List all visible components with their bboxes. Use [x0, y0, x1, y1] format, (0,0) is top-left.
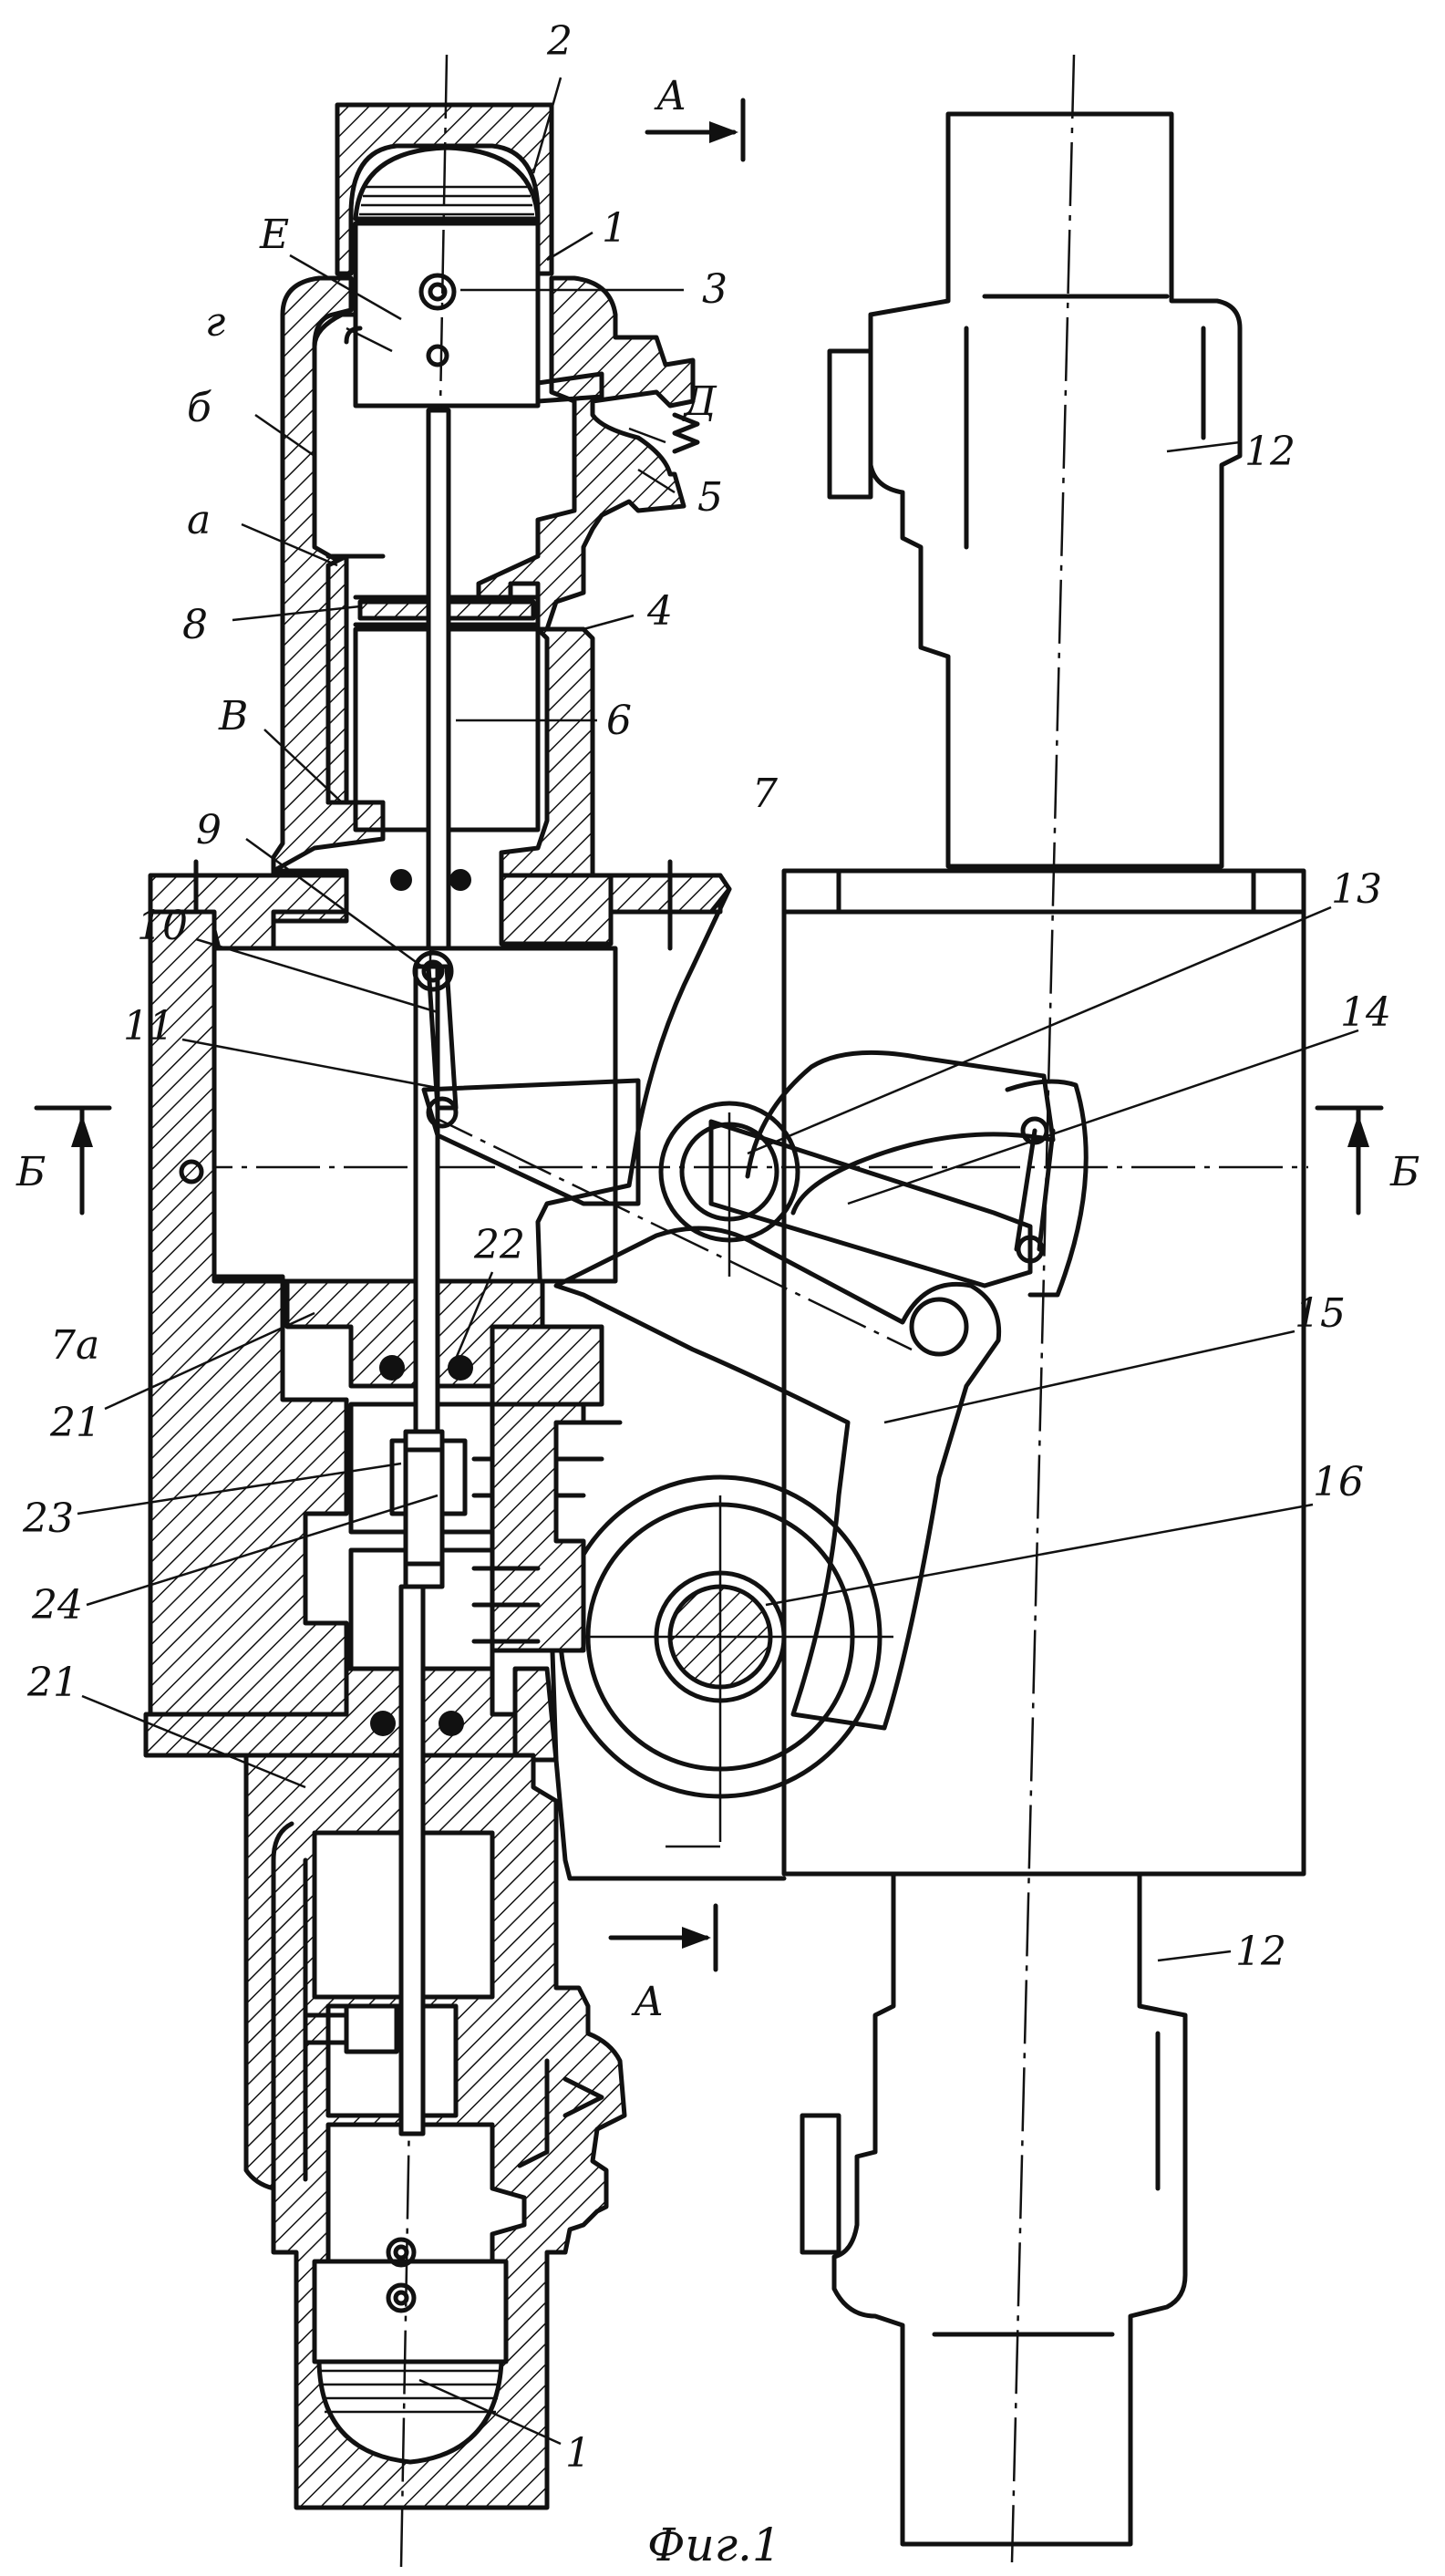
label-12-bottom: 12 [1235, 1929, 1286, 1975]
label-22: 22 [473, 1222, 525, 1268]
label-5: 5 [697, 474, 723, 521]
label-A-bottom: А [631, 1979, 664, 2025]
label-14: 14 [1340, 989, 1391, 1036]
label-A-top: А [654, 73, 686, 119]
label-11: 11 [123, 1003, 174, 1050]
label-B-left: Б [15, 1149, 46, 1195]
label-15: 15 [1295, 1290, 1346, 1337]
label-b: б [187, 385, 212, 431]
label-9: 9 [196, 807, 222, 853]
label-1-top: 1 [602, 205, 627, 252]
label-24: 24 [31, 1582, 83, 1629]
label-a: а [187, 497, 211, 543]
label-E: Е [259, 212, 289, 258]
label-12-top: 12 [1244, 429, 1295, 475]
label-3: 3 [702, 266, 728, 313]
label-23: 23 [22, 1495, 74, 1542]
label-10: 10 [137, 903, 188, 949]
label-G: г [205, 299, 225, 346]
label-7: 7 [752, 771, 778, 817]
label-13: 13 [1331, 866, 1382, 913]
figure-caption: Фиг.1 [647, 2519, 781, 2571]
label-7a: 7а [50, 1322, 99, 1369]
label-8: 8 [182, 602, 208, 648]
label-16: 16 [1313, 1459, 1364, 1505]
lower-valve-assembly [246, 1755, 720, 2508]
label-1-bottom: 1 [565, 2430, 591, 2477]
label-V: В [218, 693, 248, 740]
lever-15-pin [912, 1299, 966, 1354]
external-view-right [784, 55, 1304, 2562]
label-2: 2 [546, 18, 573, 65]
label-B-right: Б [1389, 1149, 1419, 1195]
label-4: 4 [646, 588, 673, 635]
label-D: Д [682, 378, 717, 425]
label-21-bottom: 21 [26, 1660, 78, 1706]
label-21-top: 21 [49, 1400, 101, 1446]
label-6: 6 [606, 698, 632, 744]
